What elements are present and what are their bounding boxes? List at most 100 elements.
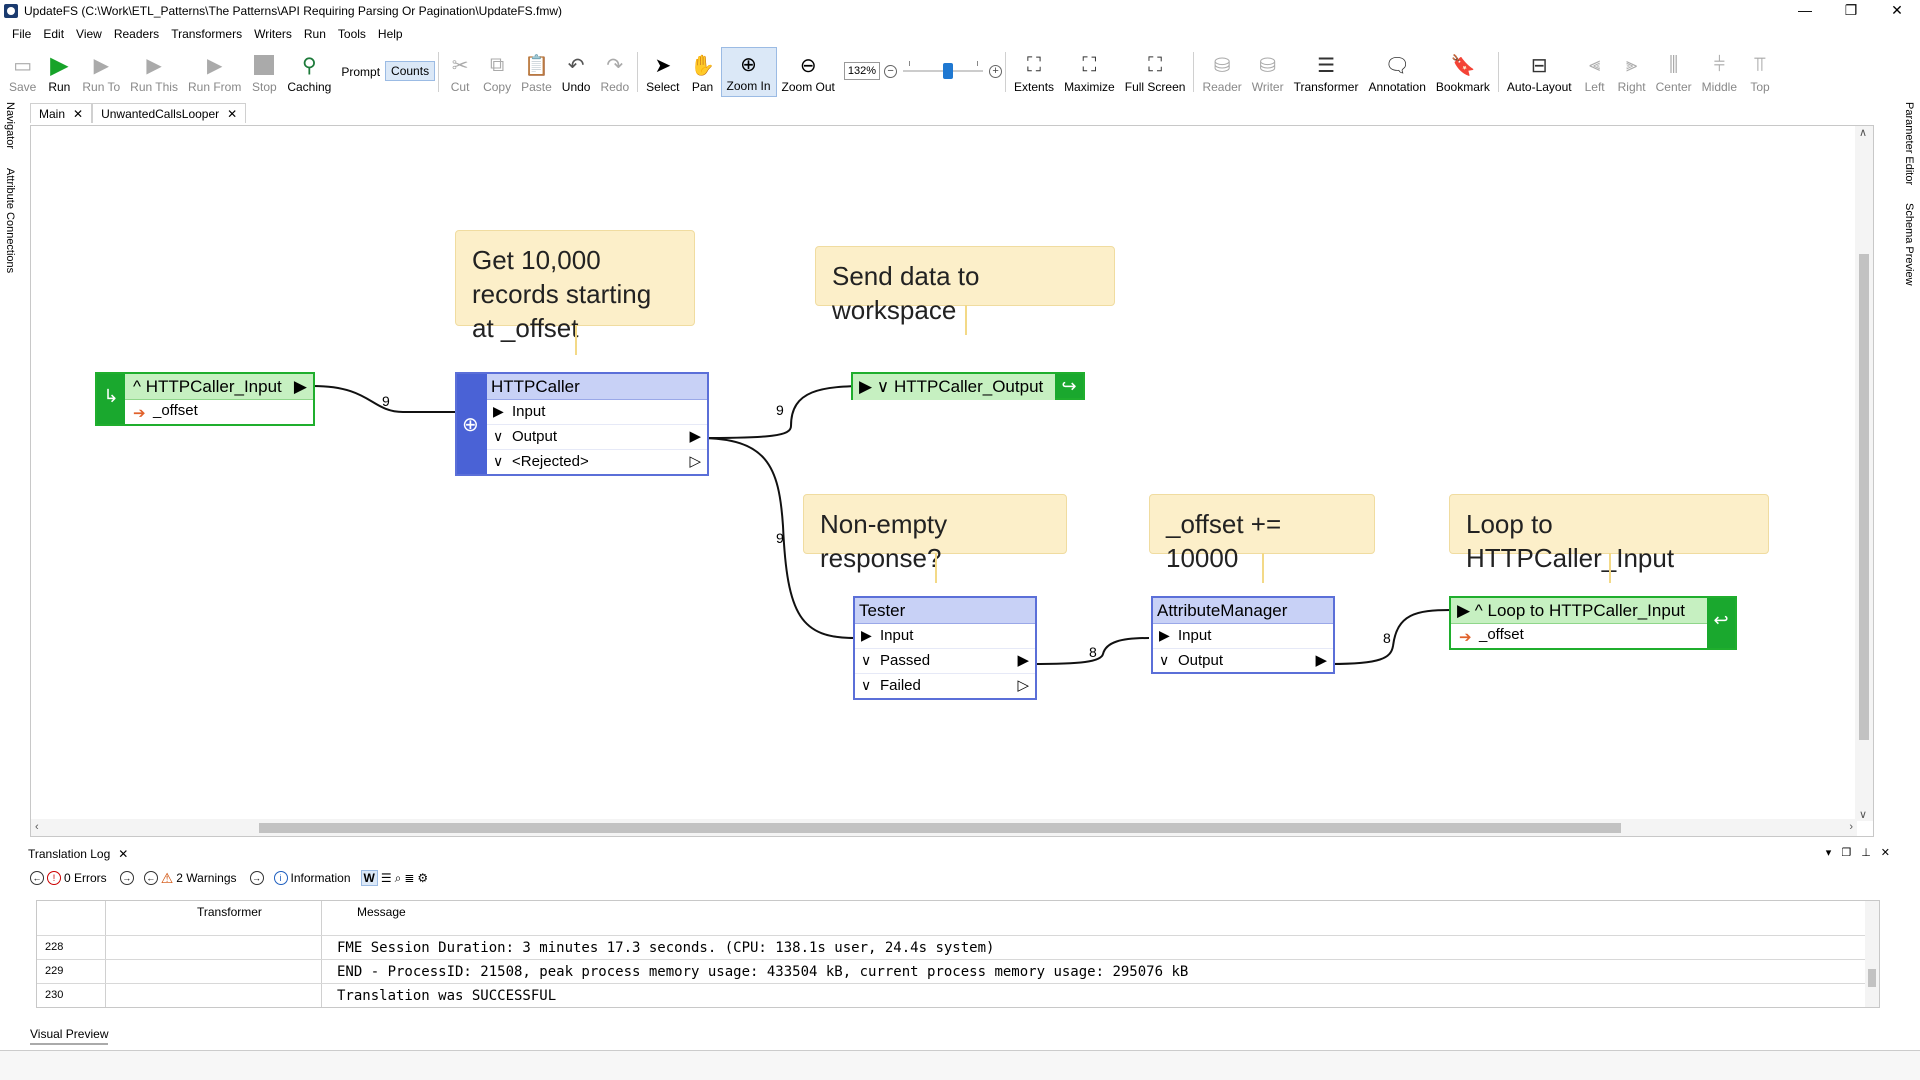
- workspace-canvas[interactable]: Get 10,000 records starting at _offset S…: [30, 125, 1874, 837]
- full-screen-button[interactable]: ⛶Full Screen: [1124, 53, 1186, 95]
- link-tester-to-attributemanager[interactable]: [1030, 637, 1150, 665]
- maximize-button[interactable]: ⛶Maximize: [1064, 53, 1115, 95]
- rejected-port-row[interactable]: ∨<Rejected>▷: [493, 453, 701, 470]
- table-row[interactable]: 229 END - ProcessID: 21508, peak process…: [37, 959, 1867, 983]
- tab-main[interactable]: Main✕: [30, 103, 93, 123]
- vertical-scroll-thumb[interactable]: [1859, 254, 1869, 740]
- column-header-message[interactable]: Message: [357, 905, 406, 919]
- menu-tools[interactable]: Tools: [337, 27, 366, 41]
- chevron-down-icon[interactable]: ▾: [1825, 847, 1832, 859]
- save-button[interactable]: ▭Save: [9, 54, 37, 95]
- zoom-in-button[interactable]: ⊕Zoom In: [720, 47, 777, 97]
- scroll-down-icon[interactable]: ∨: [1859, 809, 1868, 821]
- float-icon[interactable]: ❐: [1841, 847, 1852, 859]
- output-port-row[interactable]: ∨Output▶: [1159, 652, 1327, 669]
- warnings-filter[interactable]: ← ⚠ 2 Warnings →: [143, 870, 264, 887]
- transformer-tester[interactable]: Tester ▶Input ∨Passed▶ ∨Failed▷: [853, 596, 1037, 700]
- menu-file[interactable]: File: [12, 27, 32, 41]
- align-right-button[interactable]: ⫸Right: [1617, 53, 1646, 95]
- transformer-attribute-manager[interactable]: AttributeManager ▶Input ∨Output▶: [1151, 596, 1335, 674]
- minimize-button[interactable]: —: [1798, 2, 1812, 18]
- output-port-icon[interactable]: ▶: [293, 377, 307, 396]
- add-annotation-button[interactable]: 🗨Annotation: [1368, 54, 1426, 95]
- zoom-slider[interactable]: [903, 61, 984, 81]
- close-button[interactable]: ✕: [1891, 2, 1903, 18]
- caching-button[interactable]: ⚲Caching: [287, 54, 332, 95]
- zoom-out-button[interactable]: ⊖Zoom Out: [781, 54, 835, 95]
- zoom-level-field[interactable]: 132%: [843, 62, 881, 80]
- scroll-left-icon[interactable]: ‹: [35, 821, 39, 833]
- next-icon[interactable]: →: [119, 871, 134, 885]
- undo-button[interactable]: ↶Undo: [561, 54, 591, 95]
- information-filter[interactable]: i Information: [273, 871, 351, 885]
- scroll-right-icon[interactable]: ›: [1849, 821, 1853, 833]
- output-port-icon[interactable]: ▶: [1017, 652, 1029, 669]
- annotation-loop[interactable]: Loop to HTTPCaller_Input: [1449, 494, 1769, 583]
- add-transformer-button[interactable]: ☰Transformer: [1293, 54, 1359, 95]
- scroll-up-icon[interactable]: ∧: [1859, 127, 1868, 139]
- align-top-button[interactable]: ⫪Top: [1742, 47, 1778, 97]
- output-port-icon[interactable]: ▶: [1315, 652, 1327, 669]
- table-row[interactable]: 230 Translation was SUCCESSFUL: [37, 983, 1867, 1007]
- run-button[interactable]: ▶Run: [48, 51, 71, 95]
- link-output-to-tester[interactable]: [698, 437, 856, 639]
- menu-writers[interactable]: Writers: [254, 27, 292, 41]
- close-icon[interactable]: ✕: [118, 847, 129, 861]
- visual-preview-tab[interactable]: Visual Preview: [30, 1027, 109, 1045]
- vertical-scrollbar[interactable]: ∧ ∨: [1855, 126, 1873, 821]
- redo-button[interactable]: ↷Redo: [600, 54, 630, 95]
- close-tab-icon[interactable]: ✕: [73, 106, 84, 121]
- errors-filter[interactable]: ← ! 0 Errors →: [30, 871, 134, 885]
- previous-icon[interactable]: ←: [143, 871, 158, 885]
- menu-view[interactable]: View: [76, 27, 102, 41]
- find-icon[interactable]: ⌕: [394, 870, 402, 885]
- zoom-minus-button[interactable]: −: [884, 64, 898, 78]
- input-port-row[interactable]: ▶Input: [855, 624, 1035, 649]
- navigator-tab[interactable]: Navigator: [4, 102, 16, 150]
- failed-port-row[interactable]: ∨Failed▷: [861, 677, 1029, 694]
- menu-transformers[interactable]: Transformers: [171, 27, 243, 41]
- transformer-httpcaller[interactable]: ⊕ HTTPCaller ▶Input ∨Output▶ ∨<Rejected>…: [455, 372, 709, 476]
- select-button[interactable]: ➤Select: [646, 54, 680, 95]
- list-icon[interactable]: ☰: [380, 871, 392, 885]
- log-scrollbar[interactable]: [1865, 901, 1879, 1007]
- paste-button[interactable]: 📋Paste: [521, 54, 552, 95]
- horizontal-scroll-thumb[interactable]: [259, 823, 1621, 833]
- schema-preview-tab[interactable]: Schema Preview: [1903, 203, 1915, 286]
- annotation-non-empty[interactable]: Non-empty response?: [803, 494, 1067, 583]
- add-writer-button[interactable]: ⛁Writer: [1251, 54, 1284, 95]
- align-left-button[interactable]: ⫷Left: [1577, 47, 1613, 97]
- menu-run[interactable]: Run: [303, 27, 326, 41]
- parameter-editor-tab[interactable]: Parameter Editor: [1903, 102, 1915, 186]
- menu-help[interactable]: Help: [377, 27, 403, 41]
- close-tab-icon[interactable]: ✕: [227, 106, 238, 121]
- bookmark-loop-to-httpcaller-input[interactable]: ▶ ^ Loop to HTTPCaller_Input ➔ _offset ↩: [1449, 596, 1737, 650]
- previous-icon[interactable]: ←: [30, 871, 44, 885]
- next-icon[interactable]: →: [249, 871, 264, 885]
- passed-port-row[interactable]: ∨Passed▶: [855, 649, 1035, 674]
- gear-icon[interactable]: ⚙: [417, 871, 429, 885]
- annotation-get-records[interactable]: Get 10,000 records starting at _offset: [455, 230, 695, 355]
- auto-layout-button[interactable]: ⊟Auto-Layout: [1506, 54, 1572, 95]
- align-middle-button[interactable]: ⫩Middle: [1701, 53, 1738, 95]
- input-port-row[interactable]: ▶Input: [1153, 624, 1333, 649]
- counts-toggle[interactable]: Counts: [385, 61, 436, 81]
- filter-icon[interactable]: ≣: [404, 871, 415, 885]
- align-center-button[interactable]: ⫼Center: [1655, 53, 1692, 95]
- column-header-transformer[interactable]: Transformer: [197, 905, 262, 919]
- table-row[interactable]: 228 FME Session Duration: 3 minutes 17.3…: [37, 935, 1867, 959]
- copy-button[interactable]: ⧉Copy: [483, 53, 512, 95]
- run-to-button[interactable]: ▶Run To: [82, 54, 121, 95]
- translation-log-tab[interactable]: Translation Log: [28, 847, 111, 861]
- zoom-plus-button[interactable]: +: [989, 64, 1003, 78]
- stop-button[interactable]: Stop: [246, 47, 282, 97]
- restore-button[interactable]: ❐: [1844, 2, 1858, 18]
- output-port-row[interactable]: ∨Output▶: [487, 425, 707, 450]
- bookmark-httpcaller-input[interactable]: ↳ ^ HTTPCaller_Input▶ ➔ _offset: [95, 372, 315, 426]
- menu-readers[interactable]: Readers: [113, 27, 160, 41]
- link-input-to-httpcaller[interactable]: [312, 385, 487, 413]
- pin-icon[interactable]: ⊥: [1861, 847, 1871, 859]
- annotation-offset-increment[interactable]: _offset += 10000: [1149, 494, 1375, 583]
- menu-edit[interactable]: Edit: [43, 27, 65, 41]
- failed-port-icon[interactable]: ▷: [1017, 677, 1029, 694]
